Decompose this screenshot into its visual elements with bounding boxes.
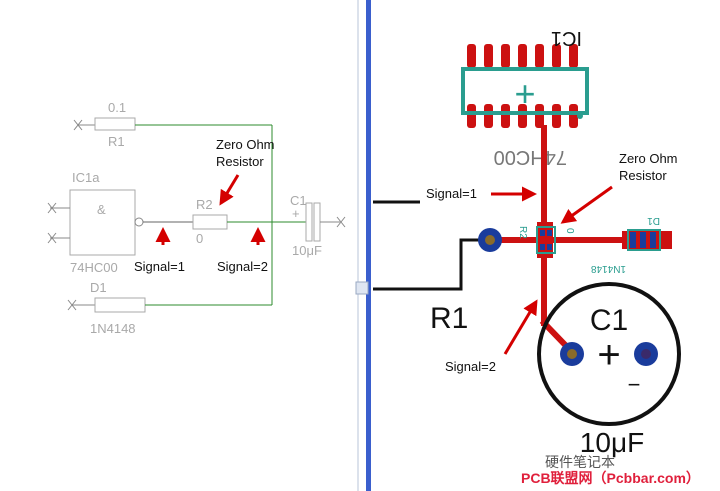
zero-ohm-label-left-line1: Zero Ohm xyxy=(216,137,275,152)
pcb-panel: + IC1 74HC00 R2 0 xyxy=(373,27,681,458)
schematic-annotations: Zero Ohm Resistor Signal=1 Signal=2 xyxy=(134,137,275,274)
zero-ohm-arrow-right xyxy=(560,185,613,224)
pcb-annotations: Signal=1 Zero Ohm Resistor Signal=2 xyxy=(426,151,678,374)
ic1a-part: 74HC00 xyxy=(70,260,118,275)
ic1-footprint: + IC1 74HC00 xyxy=(461,27,589,168)
c1-value: 10μF xyxy=(580,427,644,458)
d1-part-mirrored: 1N4148 xyxy=(591,263,626,274)
zero-ohm-label-right-line2: Resistor xyxy=(619,168,667,183)
cap-ref-partial: C1 xyxy=(290,193,307,208)
pcb-traces xyxy=(487,125,628,357)
ic1a-ref: IC1a xyxy=(72,170,100,185)
c1-ref: C1 xyxy=(590,304,628,337)
ic1a-gate-symbol: IC1a & 74HC00 xyxy=(47,170,193,275)
r2-zero-ohm-schematic: R2 0 xyxy=(192,197,306,246)
r2-zero-ohm-footprint: R2 0 xyxy=(517,222,575,258)
ic1-ref-mirrored: IC1 xyxy=(551,27,582,49)
d1-footprint: D1 1N4148 xyxy=(591,215,672,274)
r1-label: R1 xyxy=(430,302,468,335)
c1-schematic: C1 + 10μF xyxy=(290,193,346,258)
r2-ref-small: R2 xyxy=(517,226,528,239)
signal1-label-right: Signal=1 xyxy=(426,186,477,201)
panel-divider xyxy=(355,0,371,491)
r2-ref: R2 xyxy=(196,197,213,212)
ic1-pin1-symbol: + xyxy=(514,73,535,114)
r1-value: 0.1 xyxy=(108,100,126,115)
schematic-panel: 0.1 R1 IC1a & 74HC00 R2 0 xyxy=(47,100,346,336)
d1-schematic: D1 1N4148 xyxy=(67,280,272,336)
cap-plus: + xyxy=(292,206,300,221)
d1-ref: D1 xyxy=(90,280,107,295)
signal1-label-left: Signal=1 xyxy=(134,259,185,274)
splitter-handle[interactable] xyxy=(355,281,369,295)
zero-ohm-label-left-line2: Resistor xyxy=(216,154,264,169)
r2-value-small: 0 xyxy=(564,228,575,234)
gate-and-symbol: & xyxy=(97,202,106,217)
signal2-label-right: Signal=2 xyxy=(445,359,496,374)
c1-footprint: C1 + − 10μF xyxy=(537,282,681,458)
left-pad xyxy=(478,228,502,252)
d1-ref-mirrored: D1 xyxy=(647,215,660,226)
signal2-arrow-right xyxy=(503,299,538,355)
r2-value: 0 xyxy=(196,231,203,246)
d1-part: 1N4148 xyxy=(90,321,136,336)
zero-ohm-arrow-left xyxy=(219,174,240,206)
r1-schematic: 0.1 R1 xyxy=(73,100,272,149)
ic1-part-mirrored: 74HC00 xyxy=(494,146,567,168)
watermark-brand: PCB联盟网（Pcbbar.com） xyxy=(521,470,700,486)
r1-trace xyxy=(373,238,490,291)
signal2-label-left: Signal=2 xyxy=(217,259,268,274)
watermark: 硬件笔记本 PCB联盟网（Pcbbar.com） xyxy=(521,454,700,486)
watermark-note: 硬件笔记本 xyxy=(545,454,615,470)
r1-ref: R1 xyxy=(108,134,125,149)
c1-minus: − xyxy=(628,372,641,397)
cap-value: 10μF xyxy=(292,243,322,258)
zero-ohm-label-right-line1: Zero Ohm xyxy=(619,151,678,166)
c1-plus: + xyxy=(597,333,620,377)
